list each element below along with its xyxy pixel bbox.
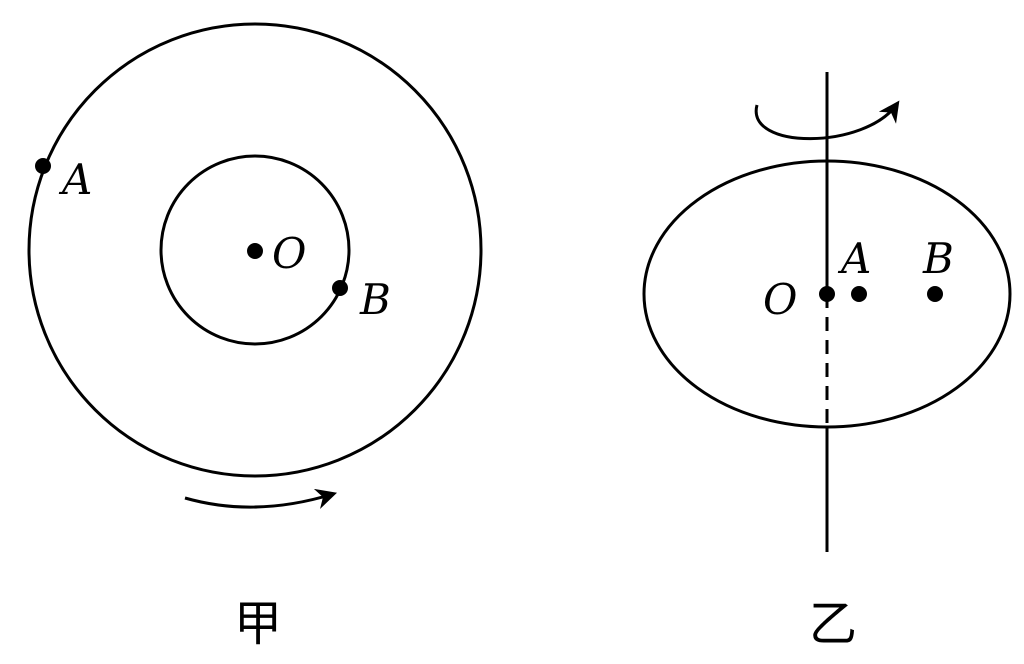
caption-yi: 乙 xyxy=(809,596,857,652)
point-o-dot xyxy=(247,243,263,259)
point-o-dot xyxy=(819,286,835,302)
outer-disc xyxy=(27,22,483,478)
point-b-label: B xyxy=(359,275,391,324)
point-a-label: A xyxy=(837,234,871,283)
point-b-label: B xyxy=(922,234,954,283)
caption-jia: 甲 xyxy=(234,596,282,652)
inner-disc xyxy=(159,154,351,346)
point-b-dot xyxy=(332,280,348,296)
point-a-dot xyxy=(35,158,51,174)
figure-yi: O A B 乙 xyxy=(642,72,1012,652)
rotation-arrow-icon xyxy=(754,100,900,140)
point-a-dot xyxy=(851,286,867,302)
rotation-arrow-icon xyxy=(184,488,338,509)
point-o-label: O xyxy=(763,275,797,324)
figure-jia: A O B 甲 xyxy=(27,22,483,652)
point-a-label: A xyxy=(58,155,92,204)
point-o-label: O xyxy=(272,229,306,278)
point-b-dot xyxy=(927,286,943,302)
